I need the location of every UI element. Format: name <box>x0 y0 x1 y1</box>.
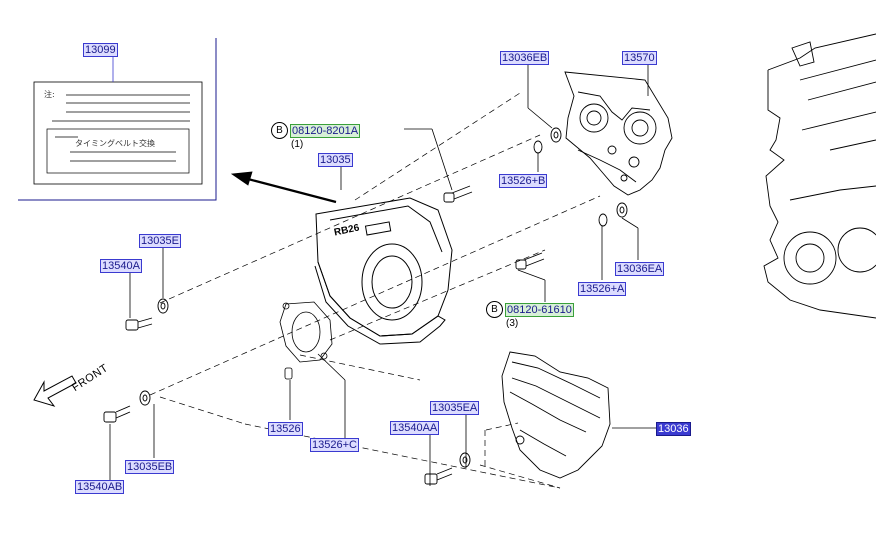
part-label-13035eb[interactable]: 13035EB <box>125 460 175 474</box>
part-label-13570[interactable]: 13570 <box>622 51 657 65</box>
front-arrow-icon <box>33 375 77 407</box>
part-label-13035[interactable]: 13035 <box>318 153 353 167</box>
part-label-13526-a[interactable]: 13526+A <box>578 282 627 296</box>
qty-3: (3) <box>506 318 519 329</box>
label-note-text: 注: <box>44 90 55 99</box>
part-label-13526-c[interactable]: 13526+C <box>310 438 359 452</box>
part-label-13540aa[interactable]: 13540AA <box>390 421 440 435</box>
part-label-13035e[interactable]: 13035E <box>139 234 181 248</box>
part-label-13540a[interactable]: 13540A <box>100 259 142 273</box>
lower-timing-cover-13036 <box>501 351 611 479</box>
engine-block-outline <box>763 33 876 319</box>
front-timing-cover-13035 <box>314 197 453 345</box>
bolt-ref-circle-b1: B <box>271 122 288 139</box>
caution-label-card <box>33 81 203 185</box>
rear-timing-cover <box>564 71 673 196</box>
part-label-08120-61610[interactable]: 08120-61610 <box>505 303 574 317</box>
part-label-13526-b[interactable]: 13526+B <box>499 174 548 188</box>
part-label-13035ea[interactable]: 13035EA <box>430 401 480 415</box>
gasket-ring <box>279 301 333 363</box>
qty-1: (1) <box>291 139 304 150</box>
part-label-13540ab[interactable]: 13540AB <box>75 480 125 494</box>
label-inset-frame <box>18 38 217 201</box>
part-label-13526[interactable]: 13526 <box>268 422 303 436</box>
part-label-13036ea[interactable]: 13036EA <box>615 262 665 276</box>
part-label-13099[interactable]: 13099 <box>83 43 118 57</box>
part-label-13036[interactable]: 13036 <box>656 422 691 436</box>
bolt-ref-circle-b2: B <box>486 301 503 318</box>
part-label-08120-8201a[interactable]: 08120-8201A <box>290 124 361 138</box>
part-label-13036eb[interactable]: 13036EB <box>500 51 550 65</box>
label-instruction-text: タイミングベルト交換 <box>75 139 155 148</box>
